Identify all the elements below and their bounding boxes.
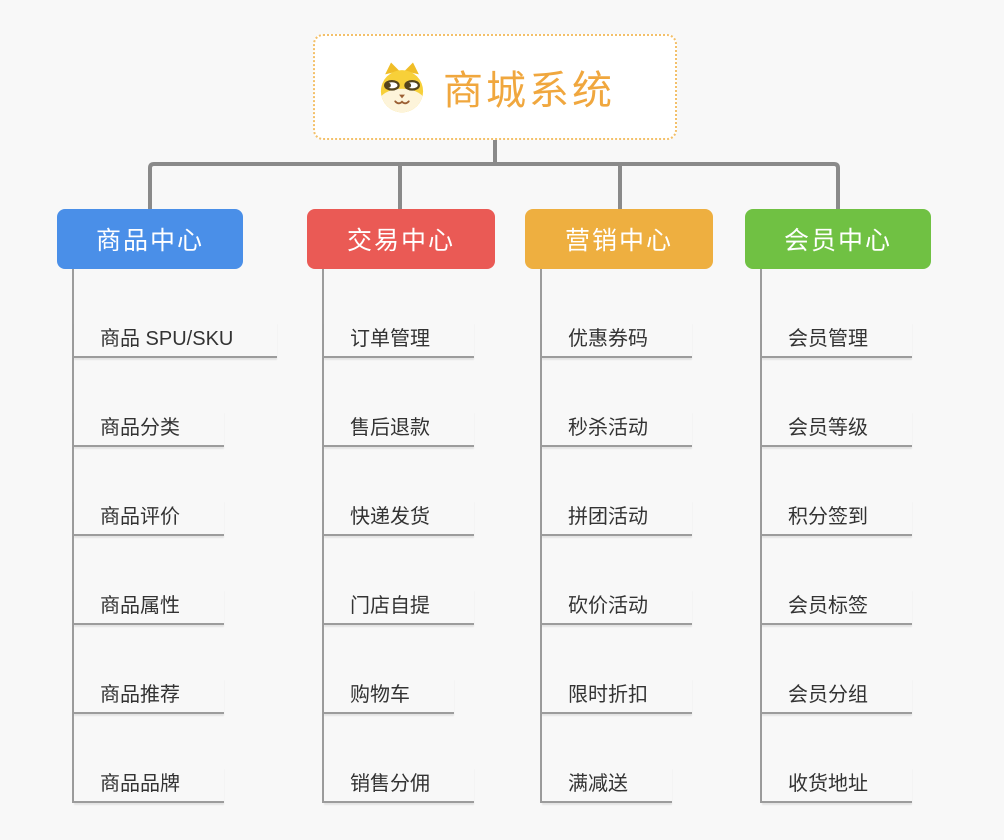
leaf-label: 商品品牌: [74, 767, 224, 803]
branch-node-marketing-center[interactable]: 营销中心: [525, 209, 713, 269]
leaf-node[interactable]: 商品分类: [74, 358, 277, 447]
leaf-node[interactable]: 会员标签: [762, 536, 912, 625]
branch-bus-line: [148, 162, 840, 211]
leaf-label: 会员等级: [762, 411, 912, 447]
leaf-label: 商品属性: [74, 589, 224, 625]
branch-item-list-trade-center: 订单管理 售后退款 快递发货 门店自提 购物车 销售分佣: [322, 269, 474, 803]
leaf-label: 商品分类: [74, 411, 224, 447]
leaf-label: 商品评价: [74, 500, 224, 536]
leaf-label: 积分签到: [762, 500, 912, 536]
leaf-node[interactable]: 积分签到: [762, 447, 912, 536]
dog-mascot-icon: [380, 62, 424, 113]
leaf-label: 销售分佣: [324, 767, 474, 803]
branch-label: 营销中心: [564, 227, 673, 255]
leaf-node[interactable]: 门店自提: [324, 536, 474, 625]
leaf-node[interactable]: 销售分佣: [324, 714, 474, 803]
leaf-label: 限时折扣: [542, 678, 692, 714]
leaf-node[interactable]: 订单管理: [324, 269, 474, 358]
leaf-node[interactable]: 砍价活动: [542, 536, 692, 625]
leaf-node[interactable]: 优惠券码: [542, 269, 692, 358]
leaf-label: 优惠券码: [542, 322, 692, 358]
branch-node-trade-center[interactable]: 交易中心: [307, 209, 495, 269]
leaf-label: 会员标签: [762, 589, 912, 625]
leaf-label: 订单管理: [324, 322, 474, 358]
branch-label: 商品中心: [95, 227, 204, 255]
leaf-label: 售后退款: [324, 411, 474, 447]
leaf-node[interactable]: 商品品牌: [74, 714, 277, 803]
leaf-node[interactable]: 拼团活动: [542, 447, 692, 536]
branch-item-list-product-center: 商品 SPU/SKU 商品分类 商品评价 商品属性 商品推荐 商品品牌: [72, 269, 278, 803]
leaf-label: 砍价活动: [542, 589, 692, 625]
leaf-label: 商品 SPU/SKU: [74, 322, 278, 358]
leaf-node[interactable]: 商品 SPU/SKU: [74, 269, 278, 358]
leaf-label: 快递发货: [324, 500, 474, 536]
leaf-node[interactable]: 快递发货: [324, 447, 474, 536]
leaf-label: 会员管理: [762, 322, 912, 358]
leaf-label: 秒杀活动: [542, 411, 692, 447]
branch-node-member-center[interactable]: 会员中心: [745, 209, 931, 269]
leaf-label: 门店自提: [324, 589, 474, 625]
leaf-node[interactable]: 商品评价: [74, 447, 277, 536]
branch-item-list-marketing-center: 优惠券码 秒杀活动 拼团活动 砍价活动 限时折扣 满减送: [540, 269, 692, 803]
root-title: 商城系统: [443, 69, 615, 113]
leaf-node[interactable]: 会员等级: [762, 358, 912, 447]
leaf-node[interactable]: 秒杀活动: [542, 358, 692, 447]
leaf-node[interactable]: 会员分组: [762, 625, 912, 714]
leaf-label: 会员分组: [762, 678, 912, 714]
leaf-label: 商品推荐: [74, 678, 224, 714]
leaf-label: 拼团活动: [542, 500, 692, 536]
leaf-node[interactable]: 商品属性: [74, 536, 277, 625]
leaf-node[interactable]: 会员管理: [762, 269, 912, 358]
leaf-node[interactable]: 限时折扣: [542, 625, 692, 714]
leaf-label: 满减送: [542, 767, 672, 803]
branch-label: 交易中心: [346, 227, 455, 255]
root-node[interactable]: 商城系统: [313, 34, 677, 140]
leaf-node[interactable]: 售后退款: [324, 358, 474, 447]
leaf-node[interactable]: 收货地址: [762, 714, 912, 803]
leaf-node[interactable]: 商品推荐: [74, 625, 277, 714]
branch-item-list-member-center: 会员管理 会员等级 积分签到 会员标签 会员分组 收货地址: [760, 269, 912, 803]
branch-node-product-center[interactable]: 商品中心: [57, 209, 243, 269]
leaf-label: 收货地址: [762, 767, 912, 803]
leaf-node[interactable]: 购物车: [324, 625, 474, 714]
leaf-label: 购物车: [324, 678, 454, 714]
leaf-node[interactable]: 满减送: [542, 714, 692, 803]
branch-label: 会员中心: [783, 227, 892, 255]
